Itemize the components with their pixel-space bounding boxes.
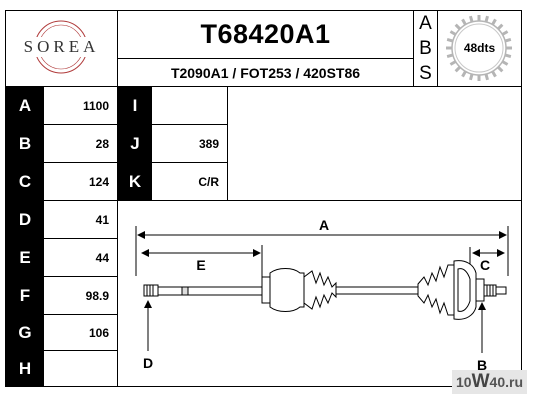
gear-tooth bbox=[497, 66, 504, 73]
logo-mark bbox=[16, 20, 106, 74]
part-number: T68420A1 bbox=[200, 19, 331, 49]
dimension-c-label: C bbox=[480, 257, 490, 273]
watermark-prefix: 10 bbox=[456, 374, 472, 390]
gear-tooth bbox=[461, 70, 467, 78]
abs-letter-a: A bbox=[419, 12, 432, 34]
spec-label-j: J bbox=[118, 125, 152, 162]
gear-icon bbox=[446, 15, 512, 81]
driveshaft-diagram: A E C bbox=[135, 217, 509, 373]
spec-label-k: K bbox=[118, 163, 152, 200]
gear-tooth bbox=[469, 15, 474, 23]
gear-tooth bbox=[504, 38, 512, 43]
spec-value-e: 44 bbox=[95, 250, 109, 265]
gear-tooth bbox=[491, 70, 497, 78]
dimension-d-label: D bbox=[143, 355, 153, 371]
spec-label-d: D bbox=[6, 201, 44, 238]
abs-ring-badge: 48dts bbox=[438, 11, 521, 86]
logo-text: SOREA bbox=[23, 37, 100, 56]
spec-label-g: G bbox=[6, 315, 44, 350]
spec-value-k: C/R bbox=[198, 174, 219, 189]
gear-tooth bbox=[504, 53, 512, 58]
spec-value-j: 389 bbox=[198, 136, 219, 151]
spec-value-c: 124 bbox=[88, 174, 109, 189]
spec-value-i bbox=[152, 87, 227, 124]
spec-label-a: A bbox=[6, 87, 44, 124]
gear-tooth bbox=[454, 23, 461, 30]
watermark-suffix: 40.ru bbox=[489, 374, 523, 390]
gear-tooth bbox=[446, 53, 454, 58]
abs-letter-b: B bbox=[419, 37, 432, 59]
gear-tooth bbox=[461, 18, 467, 26]
spec-label-e: E bbox=[6, 239, 44, 276]
spec-value-a: 1100 bbox=[82, 98, 109, 113]
cross-references: T2090A1 / FOT253 / 420ST86 bbox=[170, 64, 361, 81]
gear-tooth bbox=[449, 30, 457, 36]
gear-tooth bbox=[454, 66, 461, 73]
spec-value-g: 106 bbox=[88, 325, 109, 340]
spec-label-c: C bbox=[6, 163, 44, 200]
gear-tooth bbox=[497, 23, 504, 30]
dimension-a bbox=[135, 226, 509, 276]
gear-tooth bbox=[484, 73, 489, 81]
gear-tooth bbox=[469, 73, 474, 81]
gear-tooth bbox=[484, 15, 489, 23]
gear-tooth bbox=[491, 18, 497, 26]
spec-label-b: B bbox=[6, 125, 44, 162]
abs-letter-s: S bbox=[419, 62, 432, 84]
dimension-e-label: E bbox=[196, 257, 205, 273]
gear-tooth bbox=[501, 60, 509, 66]
watermark-mid: W bbox=[471, 371, 490, 392]
gear-tooth bbox=[449, 60, 457, 66]
gear-tooth bbox=[446, 38, 454, 43]
spec-value-h bbox=[44, 351, 117, 386]
spec-label-h: H bbox=[6, 351, 44, 386]
spec-value-f: 98.9 bbox=[85, 288, 109, 303]
spec-value-d: 41 bbox=[95, 212, 109, 227]
spec-label-i: I bbox=[118, 87, 152, 124]
spec-label-f: F bbox=[6, 277, 44, 314]
spec-value-b: 28 bbox=[95, 136, 109, 151]
dimension-b-label: B bbox=[477, 357, 487, 373]
shaft-body bbox=[143, 260, 507, 320]
brand-logo: SOREA bbox=[6, 11, 117, 86]
watermark: 10W40.ru bbox=[452, 370, 527, 394]
dimension-a-label: A bbox=[319, 217, 329, 233]
abs-teeth-count: 48dts bbox=[463, 41, 496, 55]
gear-tooth bbox=[501, 30, 509, 36]
